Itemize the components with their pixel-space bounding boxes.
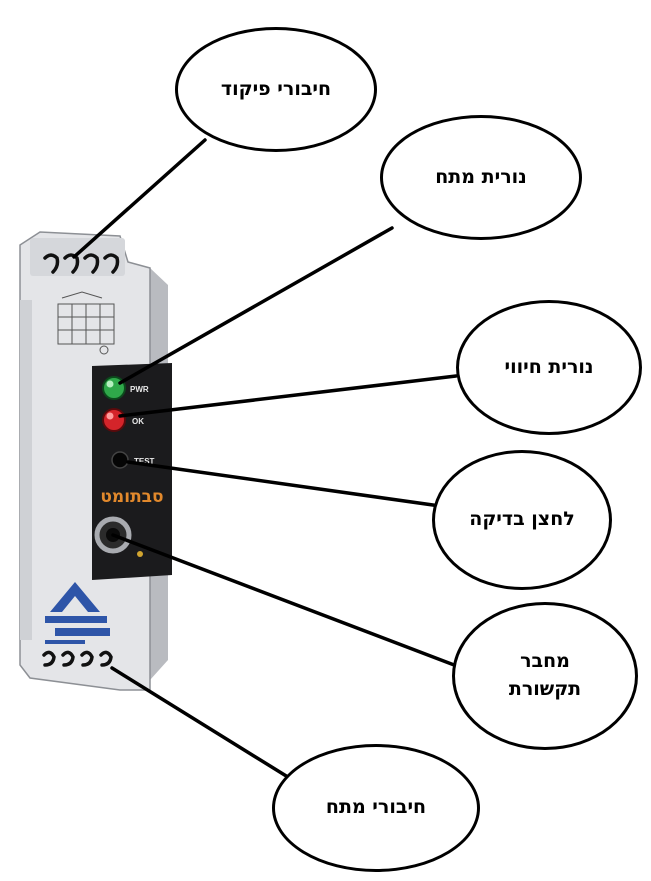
callout-power-led: נורית מתח bbox=[380, 115, 582, 240]
indicator-led-icon bbox=[102, 408, 126, 432]
callout-indicator-led-label: נורית חיווי bbox=[504, 355, 594, 378]
led-pwr-label: PWR bbox=[130, 385, 149, 394]
test-label: TEST bbox=[134, 457, 155, 466]
callout-comm-connector-label: מחבר תקשורת bbox=[503, 648, 587, 703]
utility-logo-icon bbox=[45, 582, 110, 644]
callout-test-button-label: לחצן בדיקה bbox=[469, 508, 575, 531]
callout-comm-connector-line-1: מחבר bbox=[520, 650, 570, 673]
wiring-schematic bbox=[57, 291, 115, 355]
leader-power-led bbox=[118, 226, 394, 385]
callout-power-terminals: חיבורי מתח bbox=[272, 744, 480, 872]
callout-comm-connector-line-2: תקשורת bbox=[508, 678, 582, 700]
leader-indicator-led bbox=[118, 374, 458, 418]
din-rail-device: PWR OK TEST סבתומט bbox=[19, 231, 172, 691]
leader-test-button bbox=[126, 460, 442, 508]
brand-script: סבתומט bbox=[100, 487, 163, 507]
callout-test-button: לחצן בדיקה bbox=[432, 450, 612, 590]
callout-control-terminals-label: חיבורי פיקוד bbox=[220, 77, 332, 100]
top-terminals bbox=[43, 253, 120, 274]
leader-comm-connector bbox=[111, 533, 464, 670]
callout-power-led-label: נורית מתח bbox=[435, 165, 527, 188]
led-ok-label: OK bbox=[132, 417, 144, 426]
leader-control-terminals bbox=[72, 138, 207, 259]
bottom-terminals bbox=[42, 650, 113, 667]
callout-indicator-led: נורית חיווי bbox=[456, 300, 642, 435]
callout-control-terminals: חיבורי פיקוד bbox=[175, 27, 377, 152]
leader-power-terminals bbox=[110, 666, 306, 789]
callout-comm-connector: מחבר תקשורת bbox=[452, 602, 638, 750]
callout-power-terminals-label: חיבורי מתח bbox=[325, 796, 427, 819]
test-button[interactable] bbox=[111, 451, 129, 469]
